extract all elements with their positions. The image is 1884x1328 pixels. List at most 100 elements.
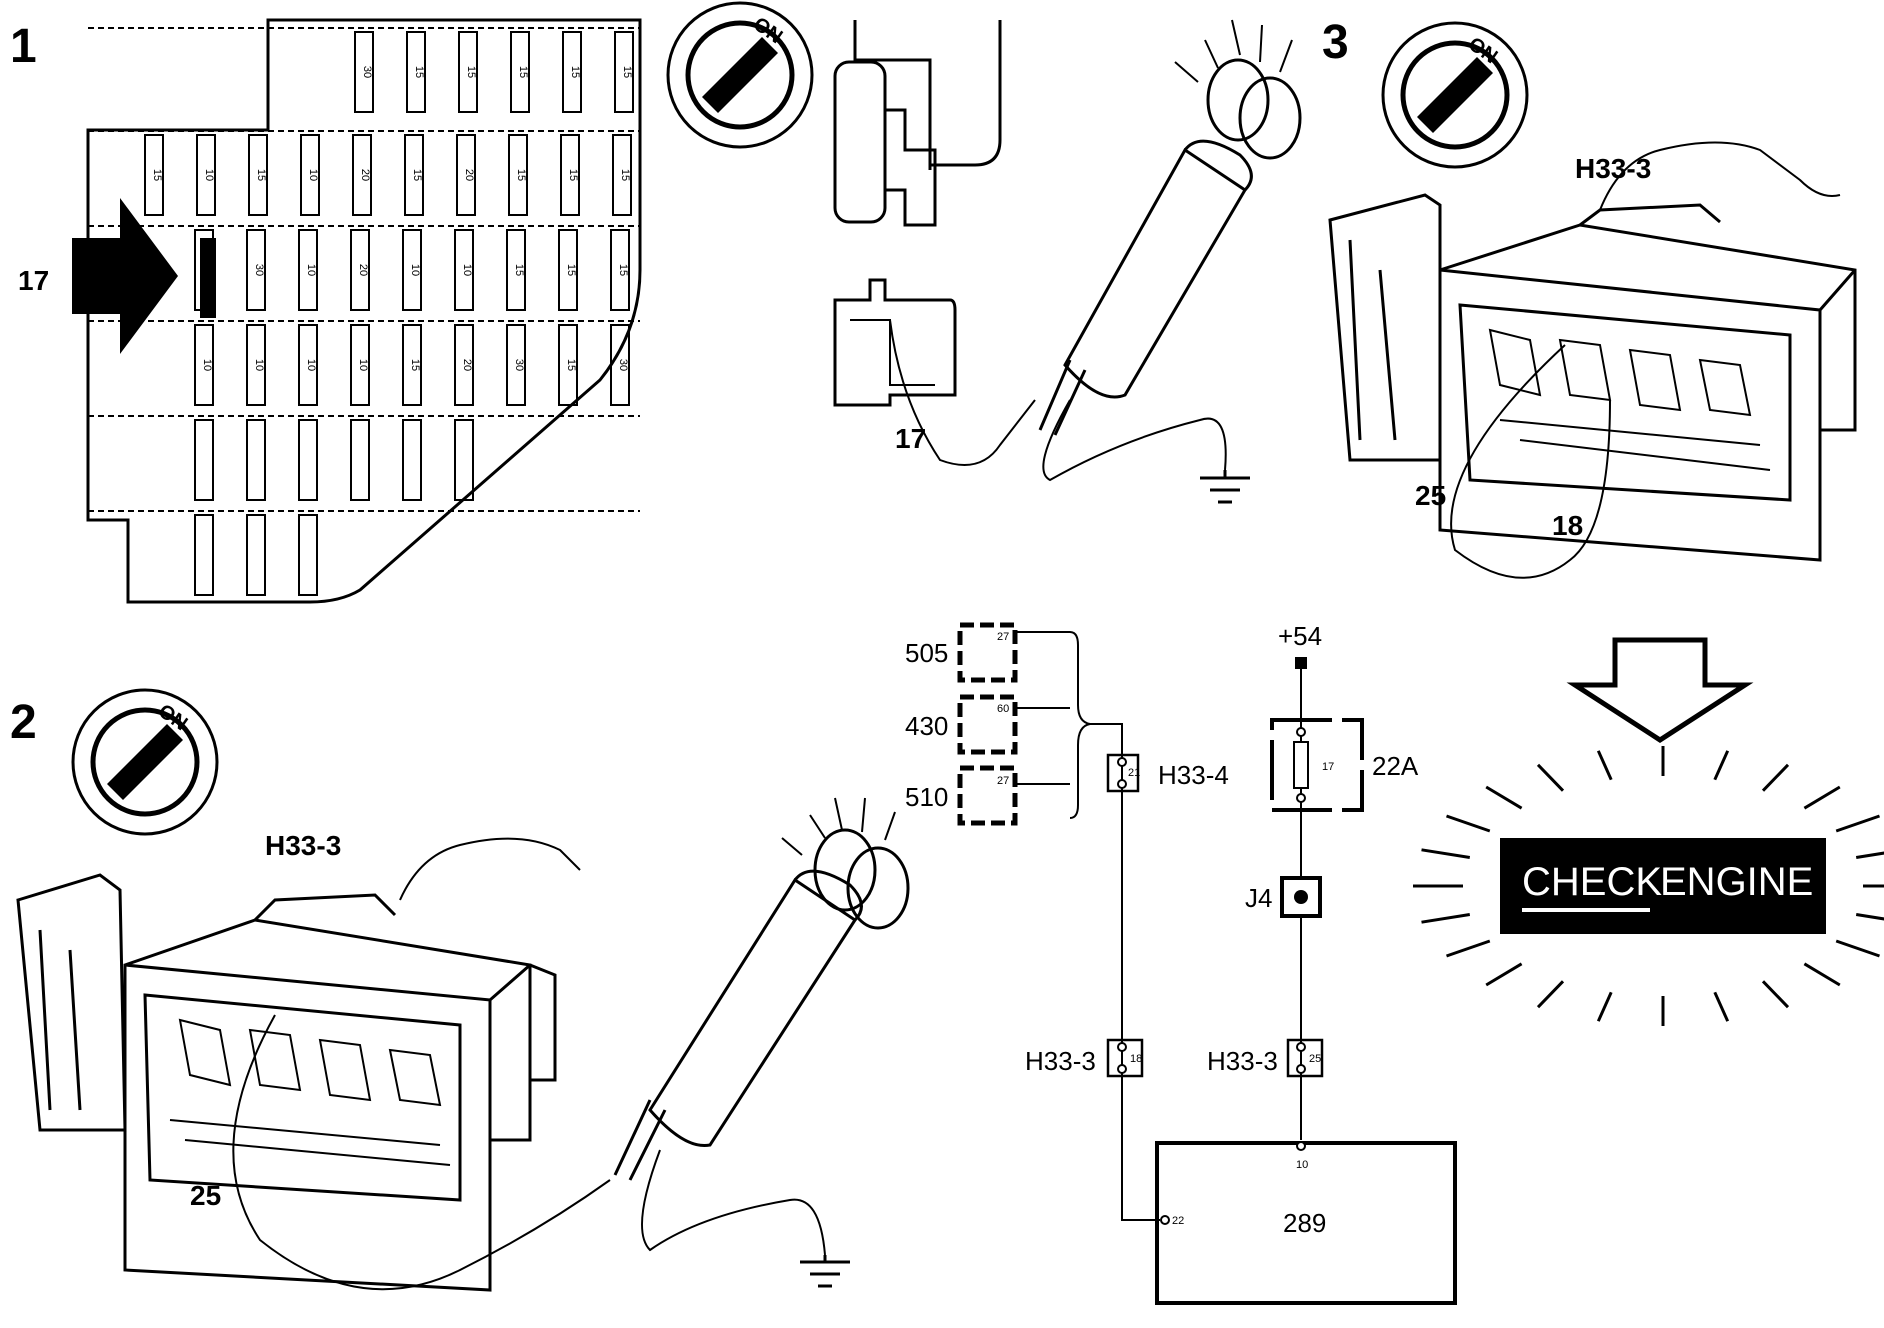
fuse-slot [508, 134, 528, 216]
fuse-slot [246, 324, 266, 406]
fuse-slot [402, 229, 422, 311]
connector-h33-3-panel3 [1328, 141, 1857, 562]
fuse-rating: 10 [201, 359, 213, 371]
fuse-rating: 15 [517, 66, 529, 78]
lamp-ray [1485, 785, 1523, 810]
connector-label-panel2: H33-3 [265, 830, 341, 861]
fuse-rating: 15 [151, 169, 163, 181]
fuse-rating: 15 [565, 359, 577, 371]
svg-text:27: 27 [997, 631, 1009, 643]
svg-text:21: 21 [1128, 767, 1140, 779]
schematic-supply-terminal [1295, 657, 1307, 669]
fuse-rating: 15 [513, 264, 525, 276]
fuse-slot [350, 229, 370, 311]
fuse-slot [246, 229, 266, 311]
svg-text:H33-3: H33-3 [1207, 1046, 1278, 1076]
schematic-connector-h33-4: 21 H33-4 [1106, 753, 1229, 793]
lamp-ray [1803, 785, 1841, 810]
ignition-on-icon: ON [1381, 21, 1529, 169]
fuse-slot [458, 31, 478, 113]
fuse-rating: 20 [357, 264, 369, 276]
fuse-slot [298, 419, 318, 501]
svg-text:60: 60 [997, 703, 1009, 715]
fuse-rating: 15 [465, 66, 477, 78]
fuse-slot [614, 31, 634, 113]
fuse-slot [196, 134, 216, 216]
fuse-rating: 10 [307, 169, 319, 181]
result-arrow-icon [1566, 637, 1754, 743]
lamp-ray [1421, 848, 1471, 859]
svg-text:505: 505 [905, 638, 948, 668]
fuse-rating: 10 [203, 169, 215, 181]
svg-text:H33-3: H33-3 [1025, 1046, 1096, 1076]
svg-text:J4: J4 [1245, 883, 1272, 913]
schematic-box-430: 430 60 [905, 694, 1018, 755]
svg-text:430: 430 [905, 711, 948, 741]
svg-text:22: 22 [1172, 1215, 1184, 1227]
step-number-2: 2 [10, 696, 37, 749]
lamp-ray [1803, 962, 1841, 987]
fuse-slot [298, 229, 318, 311]
fuse-pointer-label: 17 [18, 265, 49, 296]
schematic-connector-h33-3-right: 25 H33-3 [1207, 1038, 1324, 1078]
lamp-ray [1536, 763, 1565, 792]
fuse-holder-top [833, 20, 1002, 227]
fuse-slot [300, 134, 320, 216]
ignition-on-icon: ON [71, 688, 219, 836]
fuse-slot [352, 134, 372, 216]
fuse-slot [246, 419, 266, 501]
fuse-rating: 20 [463, 169, 475, 181]
lamp-ray [1446, 814, 1491, 833]
lamp-ray [1761, 980, 1790, 1009]
lamp-ray [1446, 939, 1491, 958]
fuse-slot [404, 134, 424, 216]
svg-text:H33-4: H33-4 [1158, 760, 1229, 790]
fuse-slot [456, 134, 476, 216]
fuse-slot [454, 419, 474, 501]
check-engine-word-engine: ENGINE [1660, 860, 1813, 904]
fuse-slot [298, 514, 318, 596]
fuse-slot [506, 324, 526, 406]
schematic-fuse-22a: 17 22A [1270, 718, 1419, 812]
fuse-rating: 15 [413, 66, 425, 78]
fuse-slot [354, 31, 374, 113]
lamp-ray [1855, 851, 1884, 859]
lamp-ray [1761, 763, 1790, 792]
wiring-schematic: 505 27 430 60 510 27 21 H33-4 [905, 621, 1457, 1305]
lamp-ray [1713, 750, 1730, 781]
lamp-ray [1596, 991, 1613, 1022]
fuse-slot [610, 229, 630, 311]
fuse-rating: 15 [565, 264, 577, 276]
fuse-rating: 30 [361, 66, 373, 78]
lamp-ray [1835, 939, 1880, 958]
fuse-17-highlight [200, 238, 216, 318]
lamp-ray [1835, 814, 1880, 833]
fuse-slot [562, 31, 582, 113]
fuse-rating: 15 [569, 66, 581, 78]
test-lamp-probe-bottom [232, 797, 910, 1291]
fuse-pointer-arrow [72, 198, 178, 354]
lamp-ray [1421, 913, 1471, 924]
fuse-rating: 20 [359, 169, 371, 181]
svg-text:17: 17 [1322, 761, 1334, 773]
lamp-ray [1536, 980, 1565, 1009]
fuse-slot [350, 419, 370, 501]
fuse-slot [194, 514, 214, 596]
fuse-slot [402, 419, 422, 501]
fuse-slot [246, 514, 266, 596]
fuse-rating: 10 [461, 264, 473, 276]
fuse-rating: 20 [461, 359, 473, 371]
svg-text:22A: 22A [1372, 751, 1419, 781]
check-engine-lamp: CHECK ENGINE [1413, 746, 1884, 1026]
schematic-connector-h33-3-left: 18 H33-3 [1025, 1038, 1144, 1078]
fuse-slot [194, 419, 214, 501]
schematic-box-505: 505 27 [905, 622, 1018, 683]
ignition-on-icon: ON [666, 1, 814, 149]
fuse-slot [610, 324, 630, 406]
pin-25-label-panel2: 25 [190, 1180, 221, 1211]
fuse-rating: 10 [305, 359, 317, 371]
fuse-rating: 15 [255, 169, 267, 181]
fuse-rating: 10 [409, 264, 421, 276]
fuse-slot [510, 31, 530, 113]
